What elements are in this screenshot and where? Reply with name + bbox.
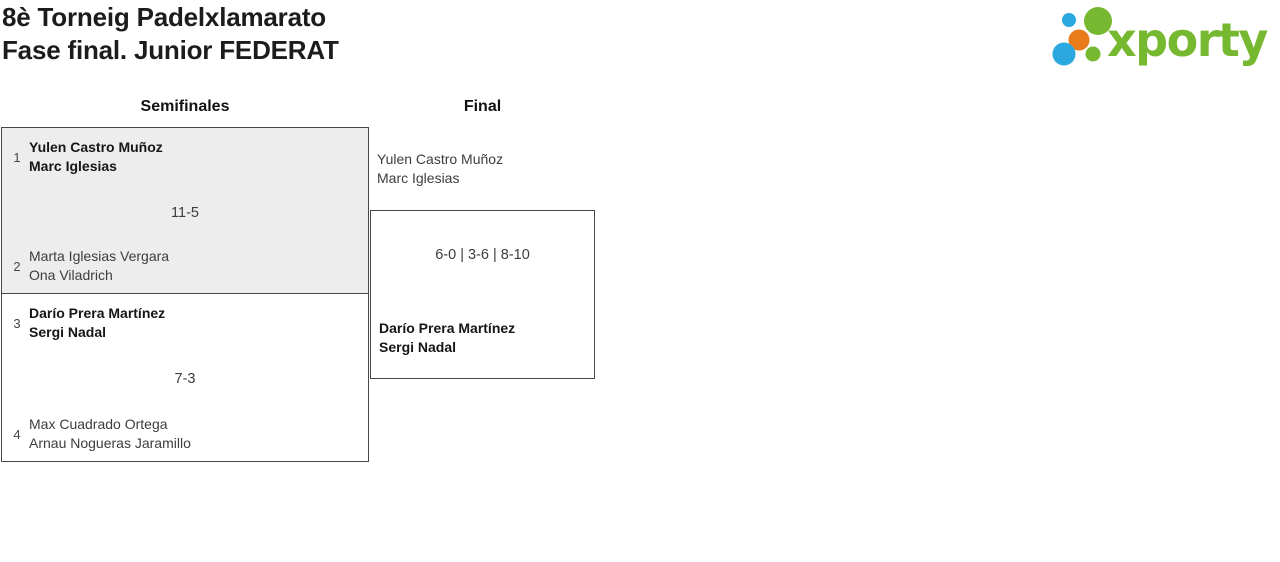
logo-wordmark: xporty xyxy=(1107,13,1268,67)
player-name: Darío Prera Martínez xyxy=(29,305,166,321)
logo-dot-blue-large xyxy=(1052,42,1076,66)
match-score: 6-0 | 3-6 | 8-10 xyxy=(435,247,530,263)
player-name: Marc Iglesias xyxy=(377,170,460,186)
player-name: Yulen Castro Muñoz xyxy=(29,139,163,155)
team-players: Max Cuadrado Ortega Arnau Nogueras Jaram… xyxy=(29,415,191,453)
xporty-logo[interactable]: xporty xyxy=(1045,2,1277,77)
match-final[interactable]: 6-0 | 3-6 | 8-10 Darío Prera Martínez Se… xyxy=(370,210,595,379)
match-semifinal-1[interactable]: 1 Yulen Castro Muñoz Marc Iglesias 11-5 … xyxy=(1,127,369,294)
player-name: Ona Viladrich xyxy=(29,267,113,283)
player-name: Yulen Castro Muñoz xyxy=(377,151,504,167)
team-row-seed-1: 1 Yulen Castro Muñoz Marc Iglesias xyxy=(10,138,362,176)
seed-number: 4 xyxy=(13,426,21,442)
team-players: Yulen Castro Muñoz Marc Iglesias xyxy=(29,138,163,176)
xporty-logo-graphic: xporty xyxy=(1052,7,1270,67)
match-score: 11-5 xyxy=(171,205,199,221)
player-name: Sergi Nadal xyxy=(29,324,107,340)
round-header-semifinals: Semifinales xyxy=(140,98,230,115)
page-title: 8è Torneig Padelxlamarato Fase final. Ju… xyxy=(2,1,339,67)
seed-number: 1 xyxy=(13,149,21,165)
logo-dot-green-small xyxy=(1085,46,1101,62)
logo-dot-green-large xyxy=(1084,7,1112,35)
match-semifinal-2[interactable]: 3 Darío Prera Martínez Sergi Nadal 7-3 4… xyxy=(1,293,369,462)
team-players: Marta Iglesias Vergara Ona Viladrich xyxy=(29,247,169,285)
logo-dot-blue-small xyxy=(1062,13,1076,27)
team-players: Darío Prera Martínez Sergi Nadal xyxy=(29,304,165,342)
player-name: Sergi Nadal xyxy=(379,339,457,355)
seed-number: 3 xyxy=(13,315,21,331)
tournament-title: 8è Torneig Padelxlamarato xyxy=(2,2,326,32)
seed-number: 2 xyxy=(13,258,21,274)
match-score: 7-3 xyxy=(174,371,196,387)
team-row-seed-3: 3 Darío Prera Martínez Sergi Nadal xyxy=(10,304,362,342)
player-name: Arnau Nogueras Jaramillo xyxy=(29,435,191,451)
team-row-seed-4: 4 Max Cuadrado Ortega Arnau Nogueras Jar… xyxy=(10,415,362,453)
player-name: Max Cuadrado Ortega xyxy=(29,416,168,432)
final-team-bottom: Darío Prera Martínez Sergi Nadal xyxy=(379,319,515,357)
round-header-final: Final xyxy=(463,98,502,115)
player-name: Marc Iglesias xyxy=(29,158,117,174)
player-name: Marta Iglesias Vergara xyxy=(29,248,170,264)
final-team-top: Yulen Castro Muñoz Marc Iglesias xyxy=(377,150,503,188)
tournament-subtitle: Fase final. Junior FEDERAT xyxy=(2,35,339,65)
team-row-seed-2: 2 Marta Iglesias Vergara Ona Viladrich xyxy=(10,247,362,285)
player-name: Darío Prera Martínez xyxy=(379,320,516,336)
logo-dot-orange xyxy=(1068,29,1090,51)
